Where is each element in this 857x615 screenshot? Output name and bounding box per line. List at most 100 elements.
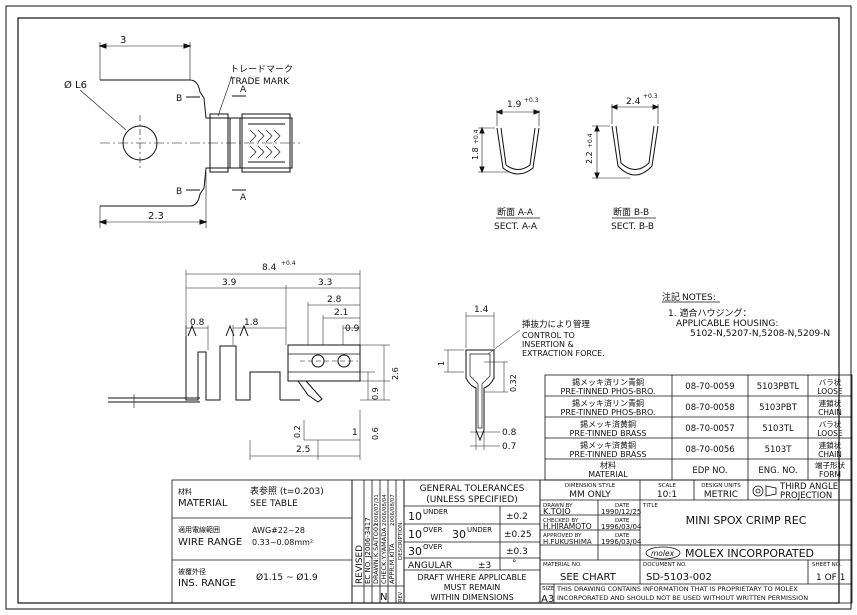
- svg-text:DESIGN UNITS: DESIGN UNITS: [701, 483, 741, 489]
- rev-revised: REVISED: [355, 545, 365, 584]
- tolerance-block: [403, 479, 541, 604]
- svg-text:DATE: DATE: [615, 518, 630, 524]
- edp-no: 08-70-0056: [685, 445, 734, 455]
- tol-draft1: DRAFT WHERE APPLICABLE: [418, 573, 527, 582]
- checked-date: 1996/03/04: [601, 523, 642, 531]
- svg-text:端子形状: 端子形状: [815, 460, 845, 470]
- end-dim-14: 1.4: [474, 305, 489, 315]
- notes-line2: APPLICABLE HOUSING:: [676, 319, 778, 329]
- control-jp: 挿抜力により管理: [522, 319, 590, 330]
- svg-text:DATE: DATE: [615, 533, 630, 539]
- svg-text:PRE-TINNED BRASS: PRE-TINNED BRASS: [570, 450, 647, 459]
- dim-style: MM ONLY: [569, 490, 611, 500]
- bb-width: 2.4: [626, 97, 641, 107]
- svg-text:バラ状: バラ状: [819, 419, 842, 429]
- sheet-no: 1 OF 1: [816, 573, 845, 583]
- svg-text:MATERIAL: MATERIAL: [588, 470, 628, 479]
- end-view: [444, 312, 521, 450]
- end-dim-1: 1: [437, 361, 446, 366]
- svg-text:OVER: OVER: [423, 526, 443, 534]
- svg-text:連鎖状: 連鎖状: [819, 398, 842, 408]
- svg-text:MATERIAL NO.: MATERIAL NO.: [543, 562, 582, 568]
- rev-check: CHECK:Y.YAMADA: [380, 527, 388, 584]
- dim-09a: 0.9: [345, 324, 360, 334]
- rev-ecno: EC NO. J2006-3417: [364, 517, 372, 584]
- edp-no: 08-70-0057: [685, 424, 734, 434]
- control-en-2: INSERTION &: [522, 340, 574, 349]
- svg-text:CHECKED BY: CHECKED BY: [543, 518, 579, 524]
- spec-ins-en: INS. RANGE: [178, 578, 236, 589]
- svg-text:THIRD ANGLE: THIRD ANGLE: [779, 482, 838, 492]
- drawing-title: MINI SPOX CRIMP REC: [686, 514, 807, 527]
- trade-mark-jp: トレードマーク: [230, 64, 293, 75]
- design-units: METRIC: [704, 490, 738, 500]
- tol-draft3: WITHIN DIMENSIONS: [430, 593, 513, 602]
- spec-wire-val2: 0.33~0.08mm²: [252, 538, 313, 547]
- molex-logo-icon: [645, 546, 681, 560]
- svg-text:ENG. NO.: ENG. NO.: [758, 466, 797, 476]
- proprietary-line1: THIS DRAWING CONTAINS INFORMATION THAT I…: [556, 585, 798, 593]
- eng-no: 5103PBT: [759, 403, 798, 413]
- drawn-date: 1990/12/25: [601, 508, 641, 516]
- aa-label-en: SECT. A-A: [494, 222, 538, 232]
- approved-by: H.FUKUSHIMA: [543, 538, 592, 546]
- edp-no: 08-70-0059: [685, 382, 734, 392]
- svg-text:PRE-TINNED PHOS-BRO.: PRE-TINNED PHOS-BRO.: [561, 408, 656, 417]
- dim-28: 2.8: [327, 295, 342, 305]
- eng-no: 5103TL: [762, 424, 794, 434]
- dim-1: 1: [352, 428, 358, 438]
- company-name: MOLEX INCORPORATED: [685, 547, 814, 560]
- svg-text:錫メッキ済黄銅: 錫メッキ済黄銅: [580, 440, 636, 450]
- notes-title-jp: 注記: [662, 291, 680, 303]
- dim-33: 3.3: [318, 278, 332, 288]
- spec-wire-val1: AWG#22~28: [252, 526, 305, 535]
- dim-overall-tol: +0.4: [281, 260, 296, 267]
- svg-text:DRAWN BY: DRAWN BY: [543, 503, 573, 509]
- tol-angular: ANGULAR: [408, 561, 452, 571]
- aa-height-tol: +0.4: [473, 129, 480, 144]
- svg-text:SHEET NO.: SHEET NO.: [812, 562, 842, 568]
- rev-date2: 2006/08/04: [382, 494, 388, 526]
- sheet-size: A3: [541, 594, 554, 605]
- tol-angular-val: ±3: [478, 561, 491, 571]
- svg-text:UNDER: UNDER: [467, 526, 492, 534]
- aa-height: 1.8: [471, 147, 480, 160]
- end-dim-032: 0.32: [509, 374, 518, 392]
- dim-21: 2.1: [334, 308, 348, 318]
- spec-ins-jp: 被覆外径: [178, 567, 206, 576]
- dim-18: 1.8: [244, 318, 259, 328]
- section-bb: [592, 104, 660, 219]
- trade-mark-en: TRADE MARK: [229, 77, 290, 87]
- svg-text:10: 10: [408, 510, 422, 523]
- dim-overall: 8.4: [262, 263, 277, 273]
- top-view: [79, 42, 300, 228]
- svg-text:°: °: [512, 559, 517, 569]
- rev-label: REV: [398, 591, 404, 602]
- bb-label-en: SECT. B-B: [611, 222, 654, 232]
- svg-text:10: 10: [408, 528, 422, 541]
- svg-text:30: 30: [452, 528, 466, 541]
- svg-text:錫メッキ済リン青銅: 錫メッキ済リン青銅: [572, 398, 644, 408]
- dim-08: 0.8: [190, 318, 205, 328]
- svg-text:SIZE: SIZE: [542, 586, 555, 592]
- aa-label-jp: 断面 A-A: [497, 206, 534, 218]
- svg-text:LOOSE: LOOSE: [817, 429, 842, 438]
- dim-39: 3.9: [222, 278, 237, 288]
- tol-row1: ±0.2: [506, 512, 528, 522]
- svg-text:APPROVED BY: APPROVED BY: [543, 533, 582, 539]
- svg-text:CHAIN: CHAIN: [818, 450, 842, 459]
- rev-letter: N: [380, 592, 387, 603]
- bb-width-tol: +0.3: [643, 93, 658, 100]
- parts-header: 材料 MATERIAL EDP NO. ENG. NO. 端子形状 FORM: [588, 460, 845, 479]
- bb-label-jp: 断面 B-B: [613, 206, 649, 218]
- tol-title2: (UNLESS SPECIFIED): [426, 495, 518, 505]
- side-view: [108, 270, 390, 460]
- svg-text:LOOSE: LOOSE: [817, 387, 842, 396]
- outer-border: [5, 5, 852, 610]
- aa-width-tol: +0.3: [524, 97, 539, 104]
- spec-block: [171, 479, 353, 604]
- parts-row-2: 錫メッキ済リン青銅 PRE-TINNED PHOS-BRO. 08-70-005…: [561, 398, 842, 417]
- svg-text:FORM: FORM: [819, 470, 841, 479]
- end-dim-07: 0.7: [502, 442, 516, 452]
